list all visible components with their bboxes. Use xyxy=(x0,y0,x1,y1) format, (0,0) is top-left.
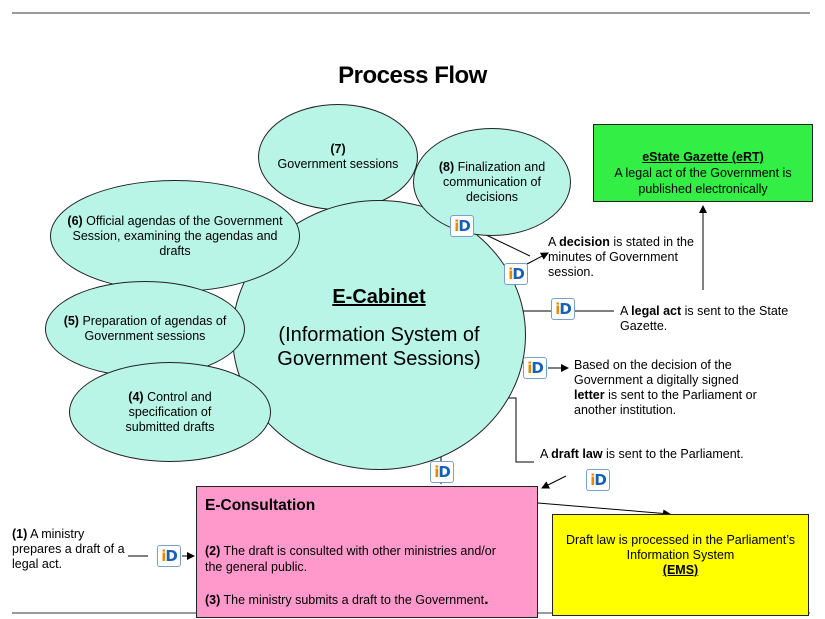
note-draft-law: A draft law is sent to the Parliament. xyxy=(540,447,744,461)
note-decision: A decision is stated in the minutes of G… xyxy=(548,235,694,279)
arrow-to-ems xyxy=(537,502,671,518)
ellipse-finalization: (8) Finalization and communication of de… xyxy=(413,128,571,236)
e-consultation-step-2: (2) The draft is consulted with other mi… xyxy=(205,544,496,574)
ems-label: (EMS) xyxy=(662,563,699,577)
page-title: Process Flow xyxy=(338,62,487,89)
e-consultation-box: E-Consultation (2) The draft is consulte… xyxy=(196,486,538,618)
estate-gazette-box: eState Gazette (eRT) A legal act of the … xyxy=(593,124,813,202)
id-card-icon: iD xyxy=(523,357,547,379)
ellipse-control-of-drafts: (4) Control and specification of submitt… xyxy=(69,362,271,462)
e-consultation-step-3: (3) The ministry submits a draft to the … xyxy=(205,591,489,608)
ellipse-preparation-of-agendas: (5) Preparation of agendas of Government… xyxy=(45,281,245,377)
line-to-decision-badge xyxy=(481,232,531,257)
id-card-icon: iD xyxy=(551,298,575,320)
note-legal-act: A legal act is sent to the State Gazette… xyxy=(620,304,789,333)
id-card-icon: iD xyxy=(430,461,454,483)
e-consultation-title: E-Consultation xyxy=(205,497,316,514)
id-card-icon: iD xyxy=(586,469,610,491)
estate-gazette-text: A legal act of the Government is publish… xyxy=(614,166,792,196)
e-cabinet-label: E-Cabinet xyxy=(332,285,426,308)
ellipse-government-sessions: (7)Government sessions xyxy=(258,104,418,210)
id-card-icon: iD xyxy=(450,215,474,237)
e-cabinet-description: (Information System of Government Sessio… xyxy=(277,323,481,370)
arrow-decision xyxy=(526,252,549,265)
arrow-draft-law xyxy=(541,475,567,489)
id-card-icon: iD xyxy=(504,263,528,285)
ellipse-official-agendas: (6) Official agendas of the Government S… xyxy=(50,180,300,292)
top-rule xyxy=(12,12,810,14)
line-draft-law xyxy=(508,397,534,463)
parliament-ems-box: Draft law is processed in the Parliament… xyxy=(552,514,809,616)
parliament-text: Draft law is processed in the Parliament… xyxy=(565,533,796,562)
note-letter: Based on the decision of the Government … xyxy=(574,358,757,417)
step-1-text: (1) A ministry prepares a draft of a leg… xyxy=(12,527,125,571)
estate-gazette-title: eState Gazette (eRT) xyxy=(642,150,764,164)
id-card-icon: iD xyxy=(157,545,181,567)
